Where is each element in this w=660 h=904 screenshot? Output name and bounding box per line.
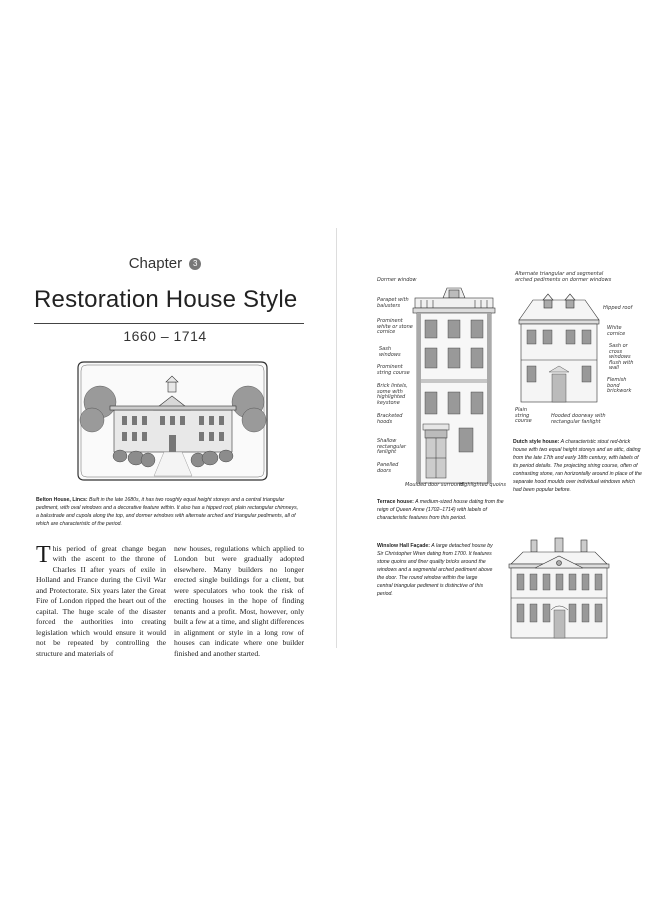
label-sash-windows: Sash windows (379, 346, 401, 358)
winslow-caption-label: Winslow Hall Façade: (377, 543, 430, 549)
winslow-hall-caption: Winslow Hall Façade: A large detached ho… (377, 542, 493, 598)
winslow-caption-text: A large detached house by Sir Christophe… (377, 543, 493, 598)
label-brick-lintels: Brick lintels, some with highlighted key… (377, 383, 408, 406)
terrace-caption-label: Terrace house: (377, 499, 414, 505)
label-flemish-bond: Flemish bond brickwork (607, 377, 632, 394)
body-column-2: new houses, regulations which applied to… (174, 544, 304, 658)
label-hipped-roof: Hipped roof (603, 305, 633, 311)
page-title: Restoration House Style (34, 286, 298, 313)
belton-house-caption: Belton House, Lincs: Built in the late 1… (36, 496, 302, 528)
label-parapet: Parapet with balusters (377, 297, 409, 309)
label-dormer-window: Dormer window (377, 277, 417, 283)
chapter-heading: Chapter 3 (6, 255, 324, 272)
label-moulded-door-surround: Moulded door surround (405, 482, 464, 488)
left-page: Chapter 3 Restoration House Style 1660 –… (6, 228, 324, 658)
label-white-cornice: White cornice (607, 325, 626, 337)
label-alternate-pediments: Alternate triangular and segmental arche… (515, 271, 612, 283)
dutch-caption-text: A characteristic stout red-brick house w… (513, 439, 642, 494)
label-fanlight: Shallow rectangular fanlight (377, 438, 406, 455)
drop-cap: T (36, 542, 51, 568)
terrace-house-illustration (412, 287, 496, 484)
right-page: Dormer window Parapet with balusters Pro… (336, 228, 655, 648)
label-hooded-doorway: Hooded doorway with rectangular fanlight (551, 413, 606, 425)
chapter-label: Chapter (128, 255, 183, 272)
dutch-caption-label: Dutch style house: (513, 439, 560, 445)
label-sash-or-cross-windows: Sash or cross windows flush with wall (609, 343, 634, 371)
label-plain-string-course: Plain string course (515, 407, 532, 424)
terrace-house-caption: Terrace house: A medium-sized house dati… (377, 498, 509, 522)
label-panelled-doors: Panelled doors (377, 462, 399, 474)
label-bracketed-hoods: Bracketed hoods (377, 413, 403, 425)
caption-bold-label: Belton House, Lincs: (36, 497, 88, 503)
terrace-caption-text: A medium-sized house dating from the rei… (377, 499, 504, 522)
label-cornice: Prominent white or stone cornice (377, 318, 413, 335)
chapter-number-badge: 3 (189, 258, 202, 270)
dutch-house-illustration (518, 293, 600, 403)
belton-house-illustration (77, 361, 268, 481)
date-range: 1660 – 1714 (123, 328, 207, 344)
label-highlighted-quoins: Highlighted quoins (459, 482, 506, 488)
caption-text: Built in the late 1680s, it has two roug… (36, 497, 299, 528)
label-string-course: Prominent string course (377, 364, 410, 376)
title-divider (34, 323, 304, 324)
winslow-hall-illustration (508, 537, 610, 639)
dutch-house-caption: Dutch style house: A characteristic stou… (513, 438, 643, 494)
body-column-1-text: his period of great change began with th… (36, 544, 166, 658)
